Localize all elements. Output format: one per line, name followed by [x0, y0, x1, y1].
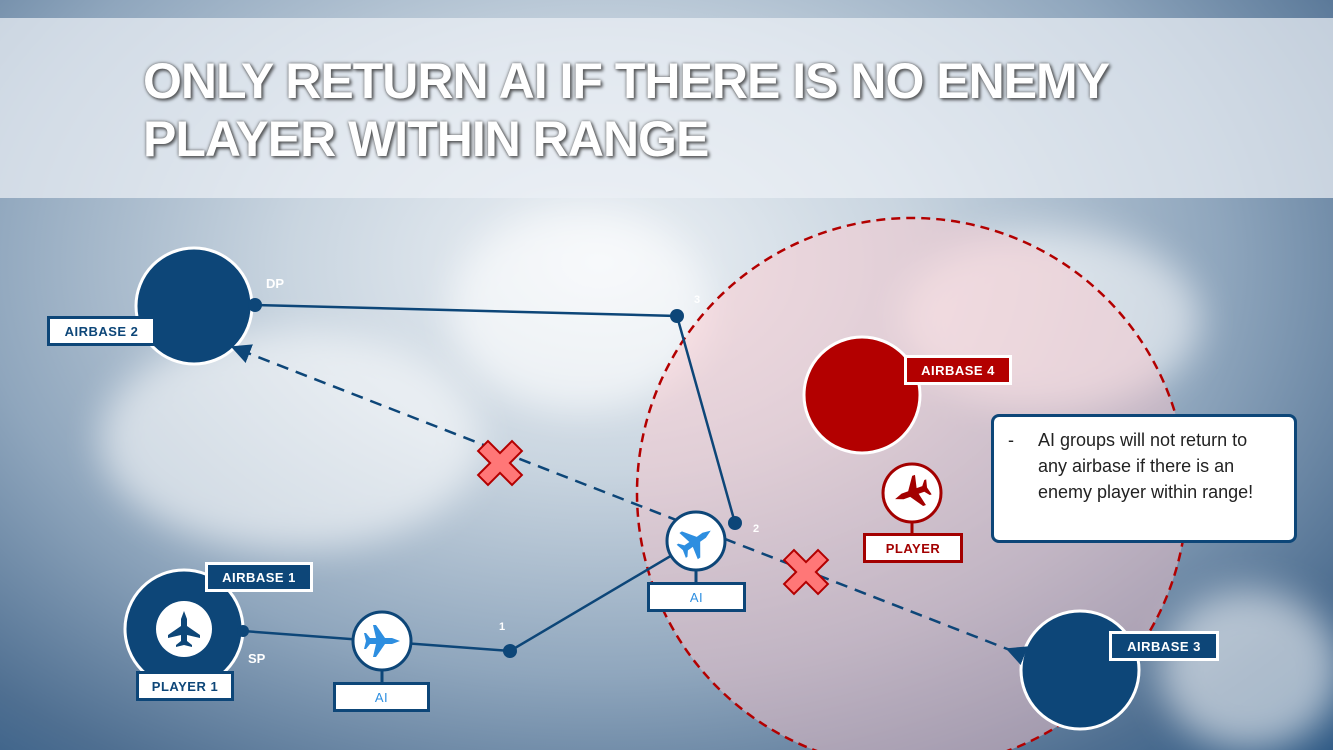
waypoint-2 — [728, 516, 742, 530]
cloud — [1160, 590, 1333, 750]
waypoint-3-label: 3 — [694, 294, 701, 306]
title-band — [0, 18, 1333, 198]
airbase-3-circle[interactable] — [1019, 609, 1141, 731]
enemy-player-label: PLAYER — [863, 533, 963, 563]
airbase-4-circle[interactable] — [802, 335, 922, 455]
note-box: - AI groups will not return to any airba… — [991, 414, 1297, 543]
waypoint-2-label: 2 — [753, 523, 760, 535]
title-line-2: PLAYER WITHIN RANGE — [143, 111, 709, 167]
airbase-4-label: AIRBASE 4 — [904, 355, 1012, 385]
waypoint-3 — [670, 309, 684, 323]
airbase-3-label: AIRBASE 3 — [1109, 631, 1219, 661]
flight-route — [242, 539, 697, 653]
ai-unit-icon[interactable] — [665, 510, 727, 572]
airbase-2-label: AIRBASE 2 — [47, 316, 156, 346]
ai-unit-icon[interactable] — [351, 610, 413, 672]
ai-label: AI — [647, 582, 746, 612]
note-text: AI groups will not return to any airbase… — [1038, 430, 1254, 502]
player-1-label: PLAYER 1 — [136, 671, 234, 701]
blocked-x-icon — [782, 548, 830, 596]
note-bullet: - — [1008, 430, 1014, 450]
blocked-x-icon — [476, 439, 524, 487]
enemy-player-icon[interactable] — [881, 462, 943, 524]
airbase-1-label: AIRBASE 1 — [205, 562, 313, 592]
waypoint-dp-label: DP — [266, 276, 285, 291]
title-line-1: ONLY RETURN AI IF THERE IS NO ENEMY — [143, 53, 1110, 109]
airbase-2-circle[interactable] — [134, 246, 254, 366]
waypoint-1-label: 1 — [499, 621, 506, 633]
player-1-icon[interactable] — [156, 601, 212, 657]
waypoint-dp — [248, 298, 262, 312]
waypoint-1 — [503, 644, 517, 658]
waypoint-sp-label: SP — [248, 651, 266, 666]
slide-title: ONLY RETURN AI IF THERE IS NO ENEMY PLAY… — [143, 52, 1110, 168]
ai-label: AI — [333, 682, 430, 712]
waypoint-sp — [237, 625, 249, 637]
